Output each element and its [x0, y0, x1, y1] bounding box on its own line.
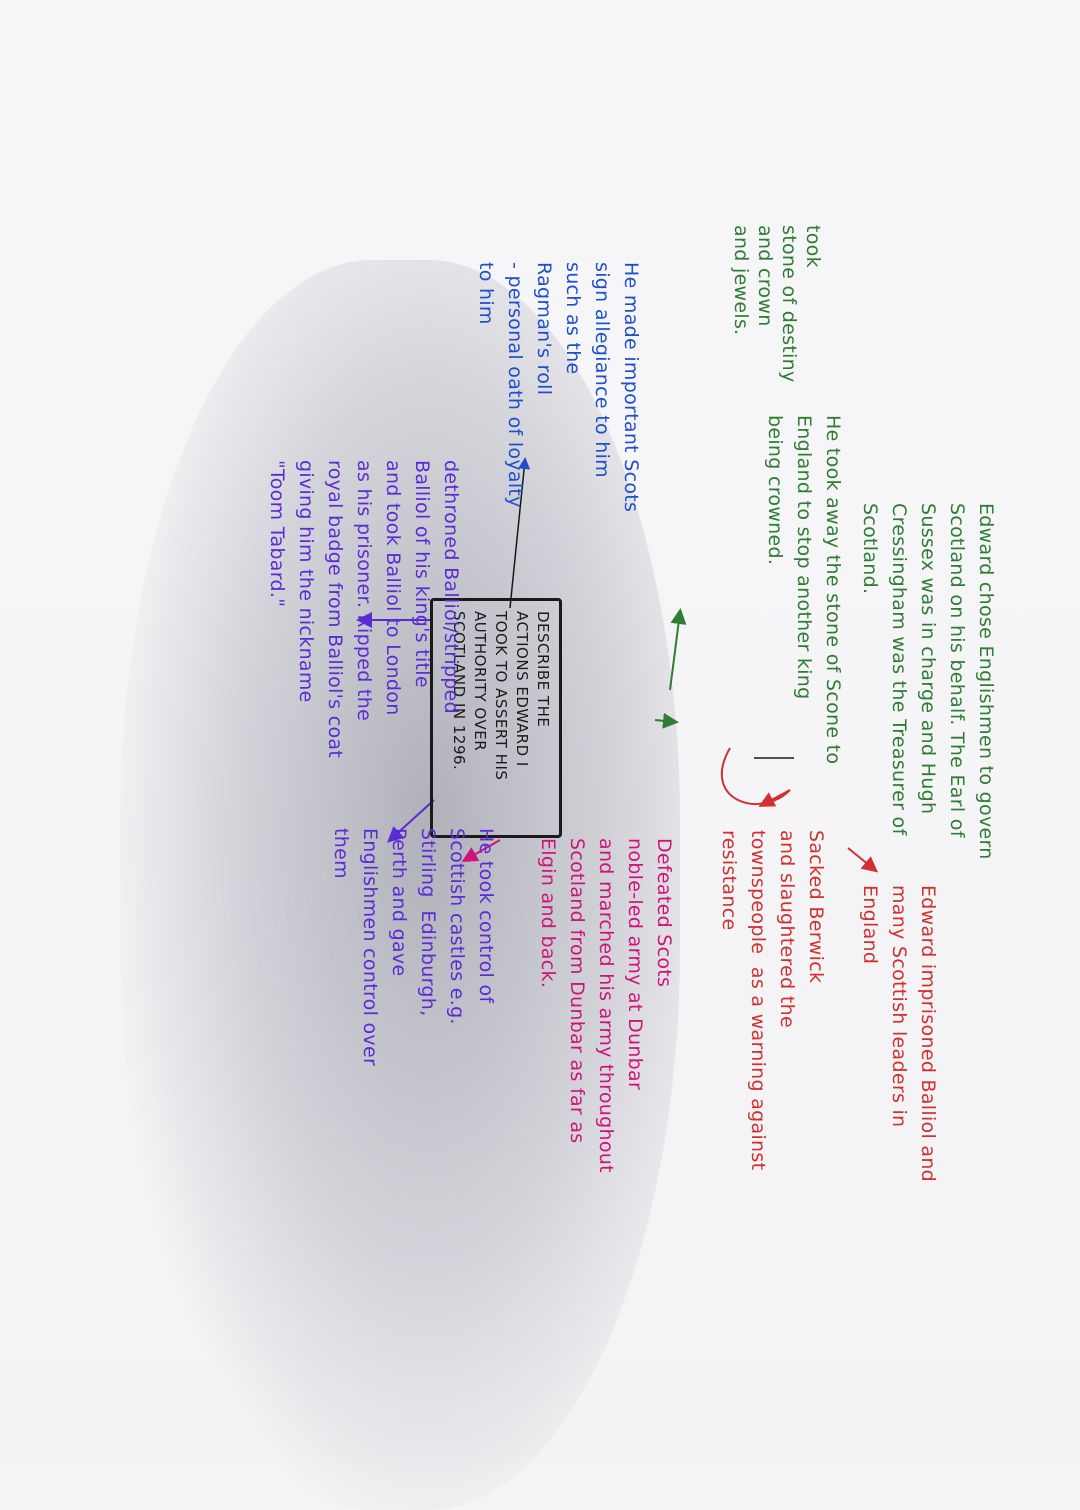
arrow-to-berwick [721, 747, 791, 807]
note-allegiance: He made important Scots sign allegiance … [475, 262, 642, 513]
mind-map: DESCRIBE THE ACTIONS EDWARD I TOOK TO AS… [266, 225, 997, 1183]
connector-arrows [356, 457, 879, 873]
hand-shadow [120, 260, 680, 1510]
arrow-to-imprisoned [847, 847, 879, 873]
note-took-stone: took stone of destiny and crown and jewe… [730, 225, 824, 383]
note-stone-of-scone: He took away the stone of Scone to Engla… [764, 415, 844, 765]
note-berwick: Sacked Berwick and slaughtered the towns… [718, 830, 827, 1171]
arrow-to-castles [387, 799, 435, 843]
note-governors: Edward chose Englishmen to govern Scotla… [859, 503, 997, 860]
arrow-to-dunbar [461, 839, 501, 862]
note-dethroned: dethroned Balliol/stripped Balliol of hi… [266, 460, 462, 759]
arrow-to-stone [669, 608, 687, 691]
note-imprisoned: Edward imprisoned Balliol and many Scott… [859, 885, 939, 1183]
note-dunbar: Defeated Scots noble-led army at Dunbar … [537, 838, 675, 1173]
note-castles: He took control of Scottish castles e.g.… [330, 828, 497, 1067]
arrow-green-2 [654, 712, 679, 729]
arrow-to-allegiance [509, 457, 531, 609]
